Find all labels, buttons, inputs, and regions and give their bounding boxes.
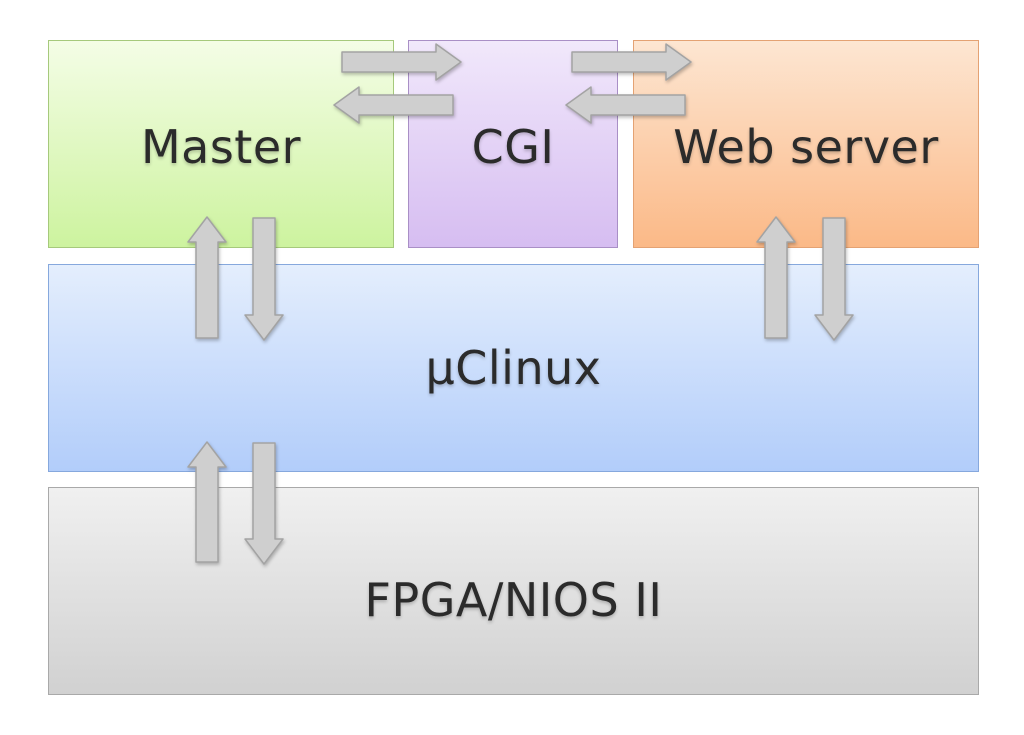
uclinux-label: µClinux bbox=[425, 341, 602, 395]
web-server-box: Web server bbox=[633, 40, 979, 248]
web-server-label: Web server bbox=[673, 120, 939, 174]
cgi-label: CGI bbox=[471, 120, 555, 174]
master-label: Master bbox=[140, 120, 302, 174]
cgi-box: CGI bbox=[408, 40, 618, 248]
fpga-nios-label: FPGA/NIOS II bbox=[364, 573, 663, 627]
fpga-nios-box: FPGA/NIOS II bbox=[48, 487, 979, 695]
master-box: Master bbox=[48, 40, 394, 248]
uclinux-box: µClinux bbox=[48, 264, 979, 472]
